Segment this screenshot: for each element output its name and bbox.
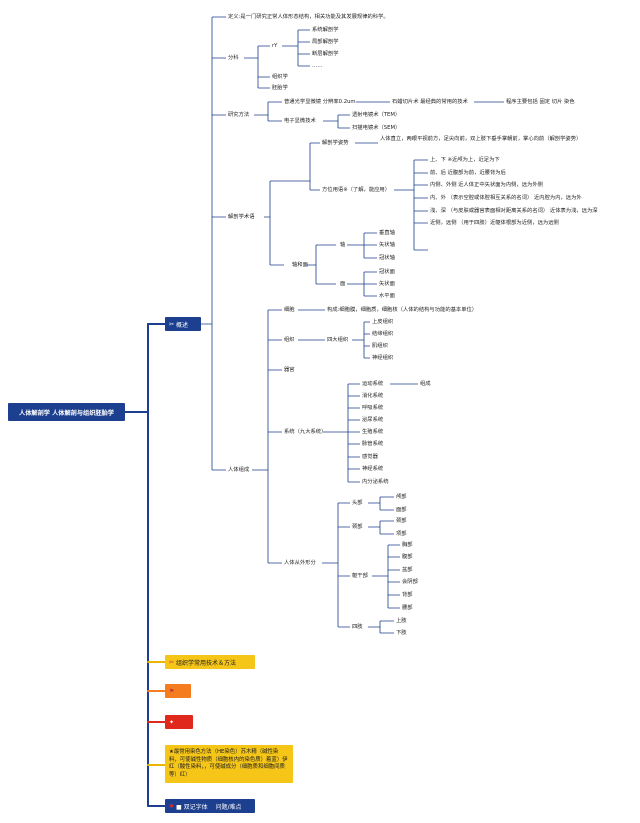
node-sida: 四大组织 xyxy=(327,337,349,343)
node-dots: …… xyxy=(312,63,323,69)
node-toubu: 头部 xyxy=(352,500,363,506)
definition: 定义:是一门研究正常人体形态结构，相关功能及其发展规律的科学。 xyxy=(228,14,389,20)
node-s4: 神经组织 xyxy=(372,355,394,361)
node-q1: 胸部 xyxy=(402,542,413,548)
star-icon: ✱ xyxy=(169,802,175,810)
branch-staining-label: ★最常用染色方法（HE染色）苏木精（碱性染料，可使碱性物质（细胞核内的染色质）着… xyxy=(169,749,288,778)
node-m3: 水平面 xyxy=(379,293,395,299)
branch-red[interactable]: ✦ xyxy=(165,715,193,729)
tools-icon: ✂ xyxy=(169,320,175,328)
node-fenke: 分科 xyxy=(228,55,239,61)
node-q5: 背部 xyxy=(402,592,413,598)
node-shilaqie: 石蜡切片术 最经典的常用的技术 xyxy=(392,99,468,105)
node-z1: 垂直轴 xyxy=(379,230,395,236)
node-tem: 透射电镜术（TEM） xyxy=(352,112,401,118)
node-q2: 腹部 xyxy=(402,554,413,560)
node-fangwei: 方位用语※（了解，能应用） xyxy=(322,187,391,193)
node-x7: 感觉器 xyxy=(362,454,378,460)
node-j2: 项部 xyxy=(396,531,407,537)
node-sizhi: 四肢 xyxy=(352,624,363,630)
flag-icon: ⚑ xyxy=(169,687,175,695)
node-dianzi: 电子显微技术 xyxy=(284,118,316,124)
node-q4: 会阴部 xyxy=(402,579,418,585)
node-fw2: 前、后 近腹部为前，近腰背为后 xyxy=(430,170,506,176)
node-zishi-desc: 人体直立，两眼平视前方，足尖向前，双上肢下垂手掌朝前，掌心向前（解剖学姿势） xyxy=(380,136,582,142)
node-s1: 上皮组织 xyxy=(372,319,394,325)
node-qiguan: 器官 xyxy=(284,367,295,373)
node-putong: 普通光学显微镜 分辨率0.2um xyxy=(284,99,356,105)
node-t1: 颅部 xyxy=(396,494,407,500)
node-zuzhixue: 组织学 xyxy=(272,74,288,80)
node-fw6: 近侧，远侧 （用于四肢）近躯体根部为近侧，远为远侧 xyxy=(430,220,559,226)
branch-overview[interactable]: ✂概述 xyxy=(165,317,201,331)
node-s3: 肌组织 xyxy=(372,343,388,349)
node-m2: 矢状面 xyxy=(379,281,395,287)
node-x5: 生殖系统 xyxy=(362,429,384,435)
node-zhou: 轴 xyxy=(340,242,346,248)
branch-techniques[interactable]: ✂组织学常用技术＆方法 xyxy=(165,655,255,669)
node-q3: 盆部 xyxy=(402,567,413,573)
node-fw4: 内、外 （表示空腔或体腔相互关系的名词） 近内腔为内，远为外 xyxy=(430,195,582,201)
node-sz1: 上肢 xyxy=(396,618,407,624)
node-xibao-desc: 构成:细胞膜，细胞质，细胞核（人体的结构与功能的基本单位） xyxy=(327,307,478,313)
node-jiepou-shuyu: 解剖学术语 xyxy=(228,214,255,220)
node-xitong9: 系统（九大系统） xyxy=(284,429,327,435)
node-sem: 扫描电镜术（SEM） xyxy=(352,125,401,131)
node-ry: rY xyxy=(272,43,278,49)
node-x6: 脉管系统 xyxy=(362,441,384,447)
branch-staining[interactable]: ★最常用染色方法（HE染色）苏木精（碱性染料，可使碱性物质（细胞核内的染色质）着… xyxy=(165,745,293,783)
puzzle-icon: ✦ xyxy=(169,718,175,726)
node-zishi: 解剖学姿势 xyxy=(322,140,349,146)
branch-notes[interactable]: ✱■ 双记字体 问题/难点 xyxy=(165,799,255,813)
node-fw1: 上、下 ※近颅为上，近足为下 xyxy=(430,157,500,163)
node-peitai: 胚胎学 xyxy=(272,85,288,91)
node-chengxu: 程序主要包括 固定 切片 染色 xyxy=(506,99,575,105)
branch-notes-label: ■ 双记字体 问题/难点 xyxy=(176,803,242,811)
node-fw3: 内侧、外侧 近人体正中矢状面为内侧，远为外侧 xyxy=(430,182,543,188)
node-xibao: 细胞 xyxy=(284,307,295,313)
node-q6: 腰部 xyxy=(402,605,413,611)
node-jubu: 局部解剖学 xyxy=(312,39,339,45)
node-waixing: 人体从外形分 xyxy=(284,560,316,566)
node-j1: 颈部 xyxy=(396,518,407,524)
node-z2: 矢状轴 xyxy=(379,242,395,248)
node-x1a: 组成 xyxy=(420,381,431,387)
node-x4: 泌尿系统 xyxy=(362,417,384,423)
node-fw5: 浅、深 （与皮肤或器官表面相对距离关系的名词） 近体表为浅，远为深 xyxy=(430,208,598,214)
node-x3: 呼吸系统 xyxy=(362,405,384,411)
node-z3: 冠状轴 xyxy=(379,255,395,261)
root-topic[interactable]: 人体解剖学 人体解剖与组织胚胎学 xyxy=(8,403,125,421)
node-s2: 结缔组织 xyxy=(372,331,394,337)
branch-techniques-label: 组织学常用技术＆方法 xyxy=(176,659,237,667)
node-x8: 神经系统 xyxy=(362,466,384,472)
tools-icon: ✂ xyxy=(169,658,175,666)
node-zuzhi: 组织 xyxy=(284,337,295,343)
branch-orange[interactable]: ⚑ xyxy=(165,684,191,698)
node-x9: 内分泌系统 xyxy=(362,479,389,485)
node-yanjiu: 研究方法 xyxy=(228,112,250,118)
node-mian: 面 xyxy=(340,281,346,287)
node-x1: 运动系统 xyxy=(362,381,384,387)
node-xitong: 系统解剖学 xyxy=(312,27,339,33)
node-zhoumian: 轴和面 xyxy=(292,262,308,268)
node-x2: 消化系统 xyxy=(362,393,384,399)
branch-overview-label: 概述 xyxy=(176,321,189,329)
node-qugan: 躯干部 xyxy=(352,573,368,579)
node-kongjian: 断层解剖学 xyxy=(312,51,339,57)
node-sz2: 下肢 xyxy=(396,630,407,636)
node-t2: 面部 xyxy=(396,507,407,513)
node-renti-zucheng: 人体组成 xyxy=(228,467,250,473)
node-m1: 冠状面 xyxy=(379,269,395,275)
node-jingbu: 颈部 xyxy=(352,524,363,530)
